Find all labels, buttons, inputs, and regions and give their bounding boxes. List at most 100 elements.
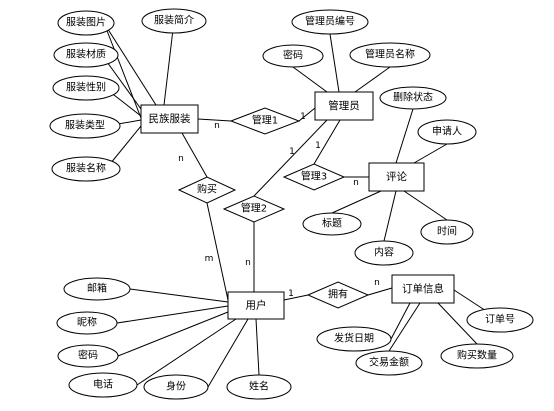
- attribute-ellipse-admin-password: [262, 44, 324, 68]
- attribute-label-comment-content: 内容: [374, 246, 394, 259]
- cardinality-label: 1: [288, 289, 294, 299]
- cardinality-label: n: [214, 121, 220, 131]
- relationship-label-own: 拥有: [328, 288, 348, 301]
- cardinality-label: 1: [300, 112, 306, 122]
- cardinality-label: n: [353, 178, 359, 188]
- attribute-ellipse-comment-title: [302, 212, 362, 236]
- connector-line: [255, 318, 260, 376]
- relationship-diamond-manage3: [282, 163, 346, 191]
- attribute-label-costume-type: 服装类型: [65, 119, 105, 132]
- entity-label-costume: 民族服装: [149, 112, 191, 125]
- attribute-ellipse-comment-applicant: [417, 119, 477, 145]
- attribute-ellipse-user-password: [57, 344, 119, 368]
- attribute-ellipse-costume-gender: [52, 75, 120, 101]
- attribute-label-costume-intro: 服装简介: [154, 14, 194, 27]
- relationship-diamond-own: [306, 281, 370, 309]
- connector-lines: [101, 20, 501, 388]
- connector-line: [163, 20, 175, 106]
- attribute-label-user-password: 密码: [78, 349, 98, 362]
- attribute-label-user-identity: 身份: [166, 380, 186, 393]
- attribute-ellipse-order-id: [466, 307, 534, 333]
- attribute-label-user-phone: 电话: [93, 378, 113, 391]
- attribute-label-costume-material: 服装材质: [66, 48, 106, 61]
- connector-line: [388, 302, 421, 352]
- attribute-label-comment-title: 标题: [322, 218, 342, 230]
- attribute-ellipse-order-ship-date: [316, 326, 392, 352]
- relationship-diamond-manage2: [222, 195, 286, 223]
- entity-box-admin: [314, 91, 374, 121]
- connector-line: [298, 107, 316, 122]
- relationship-label-manage3: 管理3: [301, 170, 327, 183]
- attribute-ellipse-user-mailbox: [63, 277, 131, 301]
- attribute-label-comment-time: 时间: [437, 225, 457, 238]
- entity-box-costume: [140, 104, 199, 134]
- entity-label-comment: 评论: [386, 170, 407, 183]
- attribute-label-admin-number: 管理员编号: [305, 15, 355, 28]
- connector-line: [129, 288, 229, 303]
- attribute-ellipse-comment-deleted: [379, 86, 447, 110]
- attribute-ellipse-user-identity: [143, 374, 209, 400]
- relationship-label-manage1: 管理1: [252, 114, 278, 127]
- cardinality-label: n: [245, 258, 251, 268]
- connector-line: [354, 66, 391, 93]
- relationship-diamond-buy: [177, 176, 237, 204]
- connector-line: [395, 108, 414, 164]
- attribute-label-costume-gender: 服装性别: [66, 81, 106, 94]
- cardinality-label: m: [205, 254, 214, 264]
- attribute-ellipse-costume-name: [51, 156, 121, 182]
- connector-line: [329, 33, 340, 93]
- attribute-label-admin-name: 管理员名称: [365, 48, 415, 61]
- relationship-label-manage2: 管理2: [241, 202, 267, 215]
- attribute-label-order-quantity: 购买数量: [457, 349, 497, 362]
- connector-line: [292, 66, 328, 93]
- attribute-ellipse-comment-content: [354, 240, 414, 266]
- connector-line: [403, 190, 448, 221]
- connector-line: [207, 318, 249, 388]
- cardinality-label: 1: [289, 147, 295, 157]
- attribute-label-user-nickname: 昵称: [77, 316, 97, 329]
- attribute-ellipse-order-quantity: [440, 343, 514, 369]
- relationship-label-buy: 购买: [197, 183, 217, 196]
- attribute-label-order-ship-date: 发货日期: [334, 332, 374, 345]
- shapes: [49, 8, 534, 400]
- cardinality-label: n: [374, 278, 380, 288]
- attribute-label-order-id: 订单号: [485, 314, 515, 326]
- entity-box-user: [227, 291, 285, 320]
- cardinality-label: n: [178, 154, 184, 164]
- connector-line: [253, 119, 328, 197]
- connector-line: [383, 190, 397, 242]
- connector-line: [116, 305, 229, 324]
- attribute-label-user-mailbox: 邮箱: [87, 282, 107, 295]
- attribute-ellipse-order-amount: [355, 350, 423, 376]
- attribute-ellipse-user-nickname: [56, 311, 118, 335]
- attribute-label-comment-applicant: 申请人: [432, 125, 462, 138]
- connector-line: [206, 202, 229, 301]
- connector-line: [367, 287, 393, 296]
- connector-line: [197, 118, 232, 122]
- attribute-label-admin-password: 密码: [283, 49, 303, 62]
- attribute-ellipse-user-name: [226, 374, 292, 400]
- cardinality-label: 1: [315, 141, 321, 151]
- attribute-ellipse-comment-time: [420, 219, 474, 245]
- attribute-ellipse-costume-material: [53, 42, 119, 68]
- connector-line: [103, 22, 157, 106]
- connector-line: [390, 302, 411, 340]
- connector-line: [331, 190, 382, 214]
- entity-label-user: 用户: [246, 299, 267, 312]
- attribute-ellipse-costume-type: [49, 113, 121, 139]
- entity-box-comment: [368, 162, 425, 192]
- attribute-ellipse-admin-name: [349, 42, 431, 68]
- entity-label-order: 订单信息: [402, 282, 444, 295]
- attribute-ellipse-costume-image: [57, 10, 115, 36]
- connector-line: [413, 143, 448, 164]
- entity-label-admin: 管理员: [328, 99, 360, 112]
- entity-box-order: [391, 274, 455, 304]
- attribute-ellipse-admin-number: [291, 9, 369, 35]
- attribute-ellipse-user-phone: [68, 372, 138, 398]
- connector-line: [313, 119, 341, 165]
- connector-line: [136, 318, 237, 386]
- attribute-label-comment-deleted: 删除状态: [393, 91, 433, 104]
- connector-line: [437, 302, 478, 345]
- attribute-label-user-name: 姓名: [249, 380, 269, 393]
